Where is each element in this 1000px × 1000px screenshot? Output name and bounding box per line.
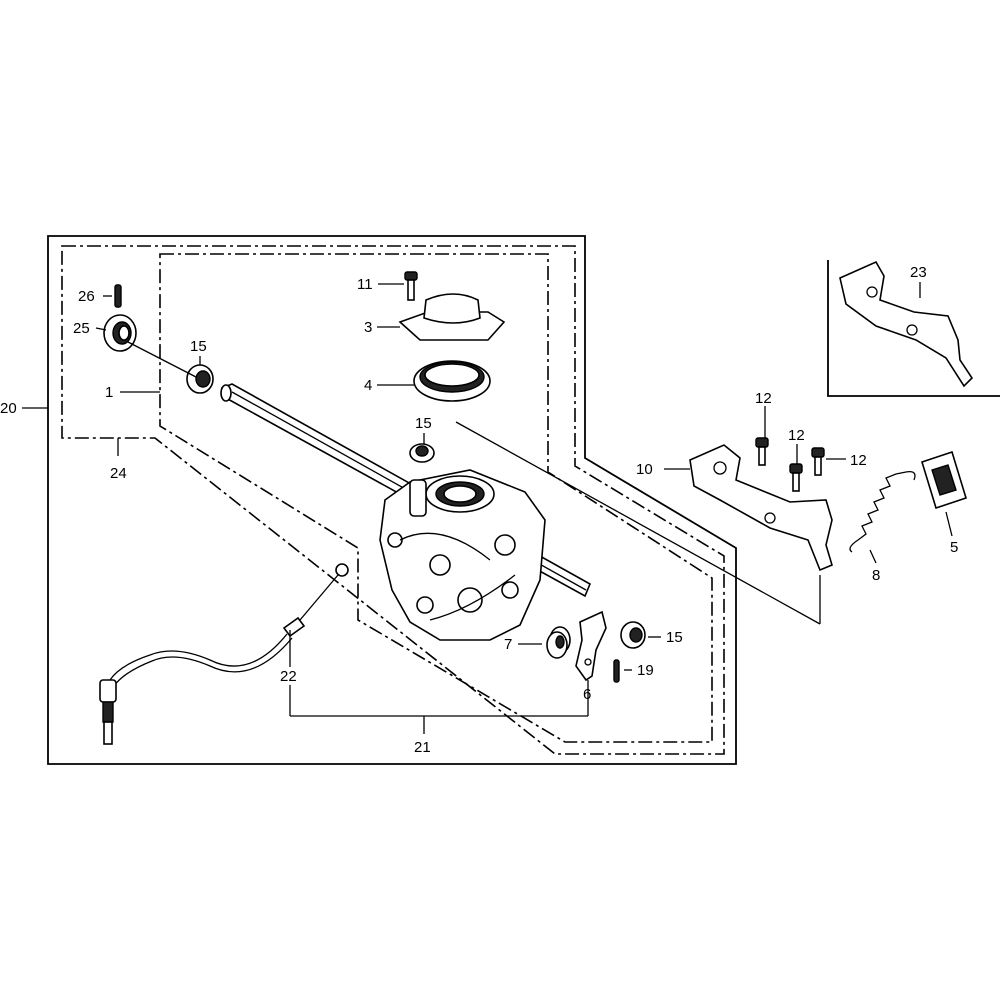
callout-1: 1: [105, 384, 113, 401]
grommet-5: [921, 450, 967, 510]
callout-4: 4: [364, 377, 372, 394]
extension-spring-8: [849, 471, 916, 553]
callout-10: 10: [636, 461, 653, 478]
callout-22: 22: [280, 668, 297, 685]
bracket-10: [689, 444, 833, 572]
assembly-frame-21: [159, 253, 713, 743]
callout-25: 25: [73, 320, 90, 337]
bolt-12-a: [755, 437, 769, 466]
shift-plate-6: [575, 610, 607, 682]
callout-24: 24: [110, 465, 127, 482]
bolt-11: [404, 271, 418, 301]
callout-15-center: 15: [415, 415, 432, 432]
assembly-frame-24: [61, 245, 725, 755]
callout-23: 23: [910, 264, 927, 281]
pin-26: [114, 284, 122, 308]
leader-lines: [22, 282, 953, 734]
callout-12-a: 12: [755, 390, 772, 407]
callout-12-b: 12: [788, 427, 805, 444]
seal-ring-4: [413, 360, 491, 402]
bearing-15-left: [186, 364, 214, 394]
callout-7: 7: [504, 636, 512, 653]
assembly-frame-20: [47, 235, 737, 765]
bearing-15-center: [409, 443, 435, 463]
callout-21: 21: [414, 739, 431, 756]
bracket-23: [839, 260, 974, 388]
callout-15-left: 15: [190, 338, 207, 355]
callout-12-c: 12: [850, 452, 867, 469]
callout-6: 6: [583, 686, 591, 703]
callout-5: 5: [950, 539, 958, 556]
callout-15-right: 15: [666, 629, 683, 646]
callout-8: 8: [872, 567, 880, 584]
callout-26: 26: [78, 288, 95, 305]
inset-frame-23: [827, 260, 1000, 397]
bolt-12-b: [789, 463, 803, 492]
callout-11: 11: [357, 276, 373, 293]
cover-3: [398, 293, 506, 341]
shift-cable-22: [99, 563, 349, 745]
bushing-25: [103, 314, 137, 352]
bolt-12-c: [811, 447, 825, 476]
callout-20: 20: [0, 400, 17, 417]
bearing-15-right: [620, 621, 646, 649]
pin-19: [613, 659, 620, 683]
transmission-housing: [379, 469, 546, 641]
torsion-spring-7: [546, 626, 571, 659]
callout-19: 19: [637, 662, 654, 679]
callout-3: 3: [364, 319, 372, 336]
callout-labels: 26 25 15 1 20 24 11 3 4 15 23 12 12 12 1…: [0, 264, 958, 756]
